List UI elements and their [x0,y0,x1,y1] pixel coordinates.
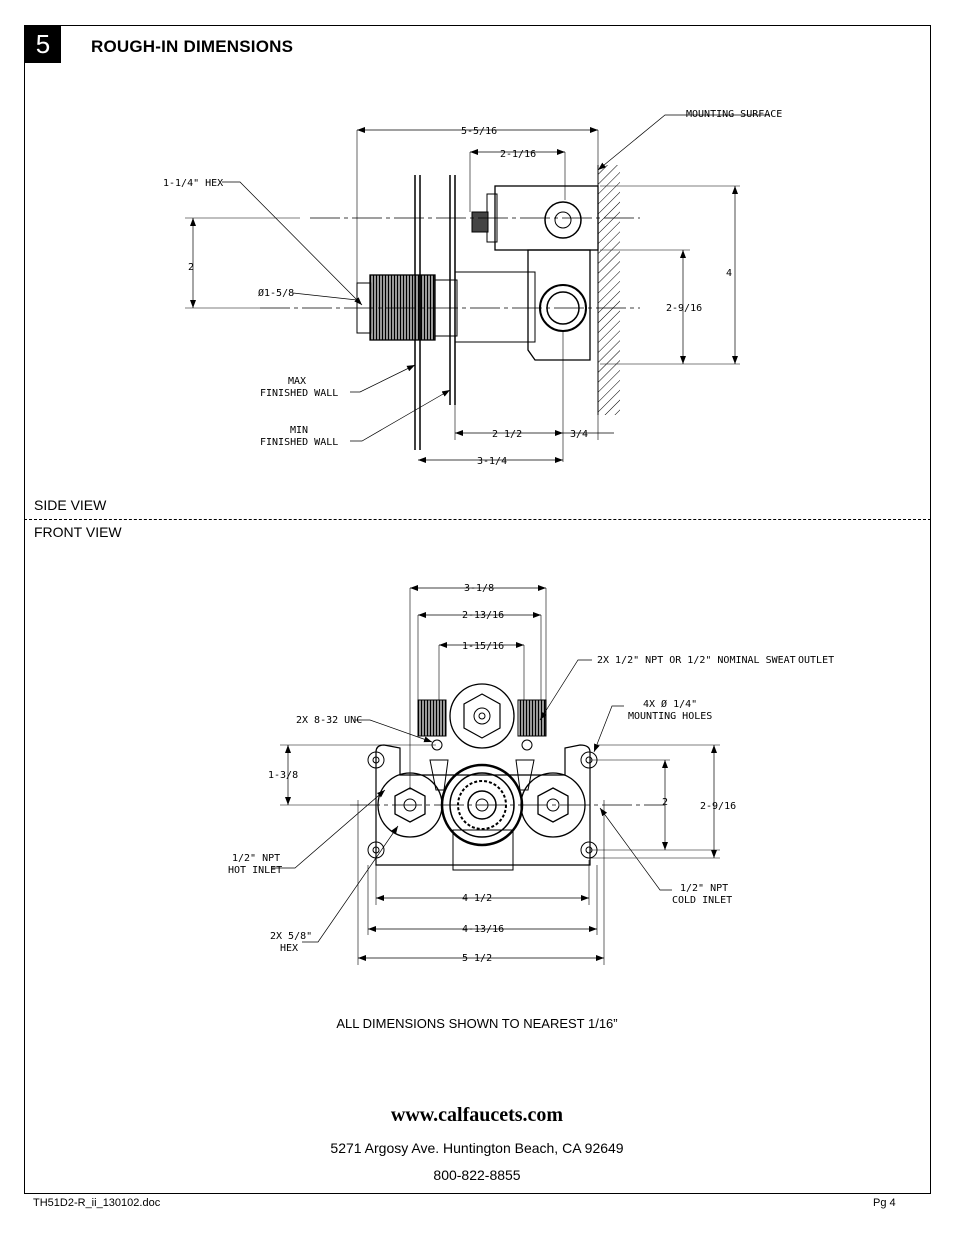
front-view-drawing [272,585,720,965]
dim-upper-depth: 2-1/16 [500,149,536,160]
dim-width-5-1-2: 5 1/2 [462,953,492,964]
upper-port-circle [544,201,582,239]
mounting-wall-hatch [598,165,620,415]
document-id: TH51D2-R_ii_130102.doc [33,1197,161,1209]
front-view-label: FRONT VIEW [34,524,122,540]
min-wall-label-2: FINISHED WALL [260,437,338,448]
mounting-surface-label: MOUNTING SURFACE [686,109,782,120]
dim-width-2-13-16: 2-13/16 [462,610,504,621]
dim-width-1-15-16: 1-15/16 [462,641,504,652]
side-view-drawing [185,114,770,463]
step-number-badge: 5 [25,26,61,63]
diameter-label: Ø1-5/8 [258,287,294,299]
website-link[interactable]: www.calfaucets.com [390,1104,564,1126]
hex-label: 1-1/4" HEX [163,178,223,189]
hex-size-label-1: 2X 5/8" [270,931,312,942]
outlet-label-2: OUTLET [798,655,834,666]
dim-height-1-3-8: 1-3/8 [268,770,298,781]
hot-inlet-label-2: HOT INLET [228,865,282,876]
cold-inlet-label-2: COLD INLET [672,895,732,906]
mounting-hole-tl [367,751,385,769]
mounting-holes-label-2: MOUNTING HOLES [628,711,712,722]
page-number: Pg 4 [873,1197,896,1209]
side-view-label: SIDE VIEW [34,497,107,513]
dim-width-4-13-16: 4-13/16 [462,924,504,935]
max-wall-label-2: FINISHED WALL [260,388,338,399]
max-wall-label-1: MAX [288,376,306,387]
mounting-holes-label-1: 4X Ø 1/4" [643,698,697,710]
unc-label: 2X 8-32 UNC [296,715,362,726]
hex-size-label-2: HEX [280,943,298,954]
section-title: ROUGH-IN DIMENSIONS [91,37,294,56]
hot-inlet-label-1: 1/2" NPT [232,853,280,864]
dim-width-4-1-2: 4 1/2 [462,893,492,904]
dim-width-3-1-8: 3-1/8 [464,583,494,594]
valve-lower-body [527,249,591,361]
view-divider [24,519,931,520]
dimensions-note: ALL DIMENSIONS SHOWN TO NEAREST 1/16” [336,1016,618,1031]
mounting-plate [375,744,591,866]
cold-inlet-label-1: 1/2" NPT [680,883,728,894]
dim-height-2: 2 [188,262,194,273]
front-view-labels: 2X 1/2" NPT OR 1/2" NOMINAL SWEAT OUTLET… [228,583,834,964]
dim-depth-3-1-4: 3-1/4 [477,456,507,467]
dim-depth-2-1-2: 2 1/2 [492,429,522,440]
dim-height-2-front: 2 [662,797,668,808]
company-phone: 800-822-8855 [433,1167,521,1183]
outlet-thread-left [417,699,447,737]
outlet-label-1: 2X 1/2" NPT OR 1/2" NOMINAL SWEAT [597,655,796,666]
dim-height-4: 4 [726,268,732,279]
dim-height-2-9-16: 2-9/16 [666,303,702,314]
page-frame [24,25,931,1194]
dim-overall-depth: 5-5/16 [461,126,497,137]
outlet-thread-right [517,699,547,737]
side-view-labels: MOUNTING SURFACE 1-1/4" HEX Ø1-5/8 MAX F… [163,109,782,467]
dim-height-2-9-16-front: 2-9/16 [700,801,736,812]
company-address: 5271 Argosy Ave. Huntington Beach, CA 92… [330,1140,624,1156]
dim-depth-3-4: 3/4 [570,429,588,440]
top-outlet-body [449,683,515,749]
threaded-stem [369,274,436,341]
min-wall-label-1: MIN [290,425,308,436]
screw-right [521,739,533,751]
